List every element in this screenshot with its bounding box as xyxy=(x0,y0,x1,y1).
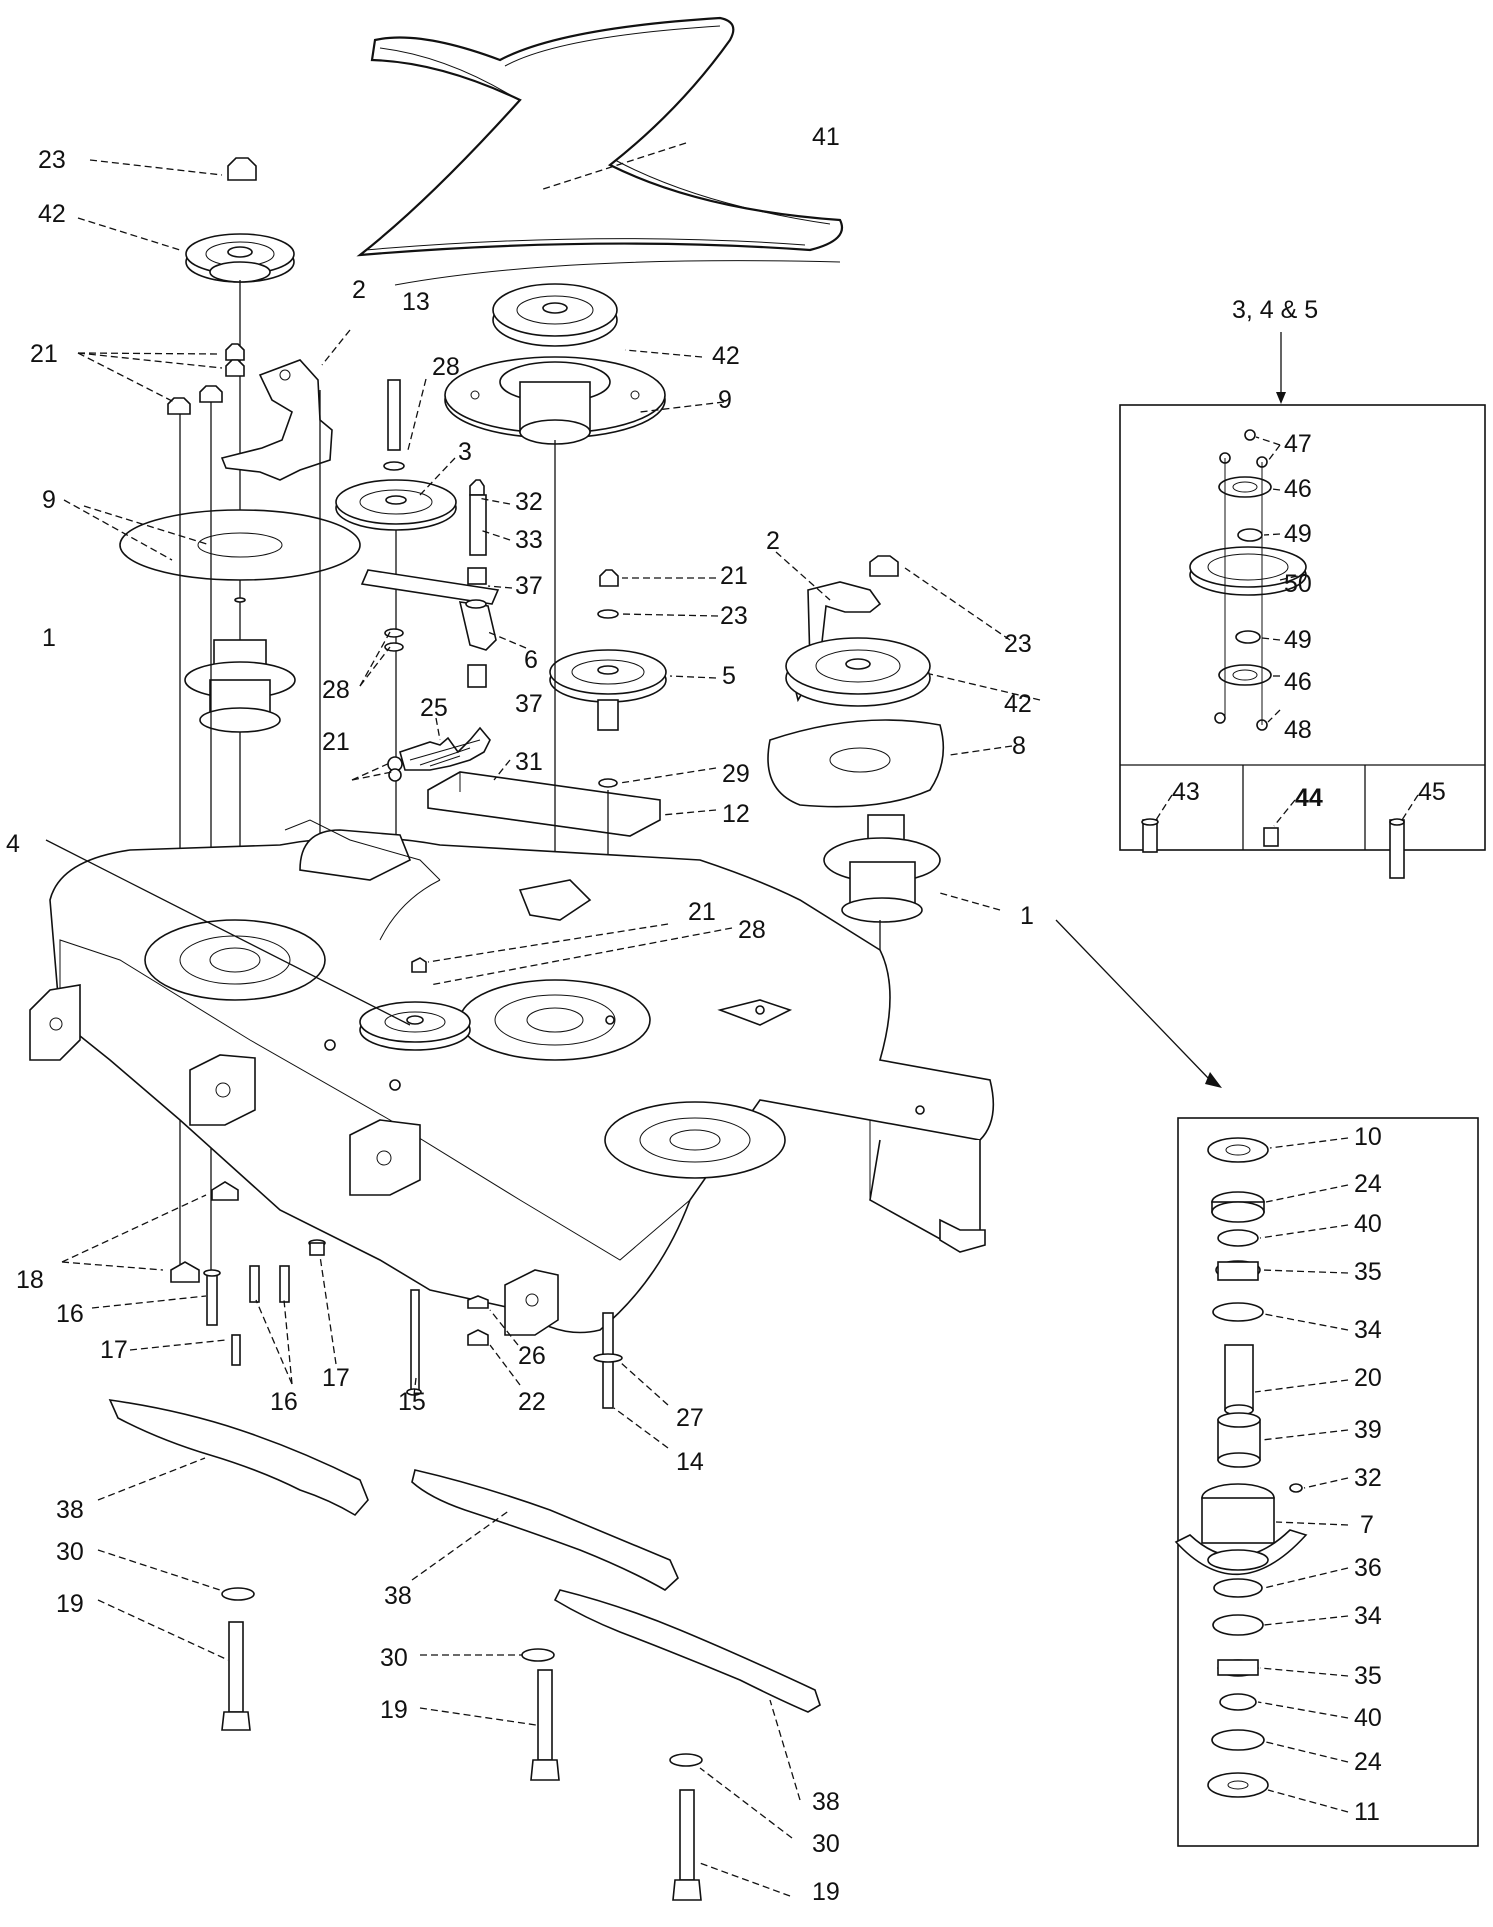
callout-14: 14 xyxy=(676,1448,704,1476)
callout-19: 19 xyxy=(56,1590,84,1618)
callout-8: 8 xyxy=(1012,732,1026,760)
callout-17: 17 xyxy=(322,1364,350,1392)
callout-30: 30 xyxy=(812,1830,840,1858)
spring-25 xyxy=(387,726,491,782)
callout-9: 9 xyxy=(718,386,732,414)
callout-42: 42 xyxy=(1004,690,1032,718)
spindle-callout-34: 34 xyxy=(1354,1602,1382,1630)
spindle-callout-32: 32 xyxy=(1354,1464,1382,1492)
callout-21: 21 xyxy=(688,898,716,926)
callout-37: 37 xyxy=(515,572,543,600)
inset-callout-43: 43 xyxy=(1172,778,1200,806)
belt-drawing xyxy=(356,16,843,286)
spindle-callout-35: 35 xyxy=(1354,1258,1382,1286)
inset-callout-47: 47 xyxy=(1284,430,1312,458)
callout-23: 23 xyxy=(38,146,66,174)
bracket-12 xyxy=(427,771,661,837)
callout-15: 15 xyxy=(398,1388,426,1416)
callout-2: 2 xyxy=(352,276,366,304)
inset-callout-49: 49 xyxy=(1284,626,1312,654)
callout-21: 21 xyxy=(322,728,350,756)
callout-38: 38 xyxy=(56,1496,84,1524)
callout-38: 38 xyxy=(384,1582,412,1610)
inset-callout-46: 46 xyxy=(1284,668,1312,696)
callout-23: 23 xyxy=(1004,630,1032,658)
spindle-callout-39: 39 xyxy=(1354,1416,1382,1444)
callout-26: 26 xyxy=(518,1342,546,1370)
inset-callout-50: 50 xyxy=(1284,570,1312,598)
callout-23: 23 xyxy=(720,602,748,630)
callout-33: 33 xyxy=(515,526,543,554)
inset-callout-44: 44 xyxy=(1295,784,1323,812)
spindle-callout-36: 36 xyxy=(1354,1554,1382,1582)
callout-5: 5 xyxy=(722,662,736,690)
leader-lines xyxy=(45,142,1211,1897)
inset-idler-pulley: 3, 4 & 5 xyxy=(1119,296,1486,879)
callout-22: 22 xyxy=(518,1388,546,1416)
callout-2: 2 xyxy=(766,527,780,555)
callout-16: 16 xyxy=(56,1300,84,1328)
callout-13: 13 xyxy=(402,288,430,316)
callout-6: 6 xyxy=(524,646,538,674)
callout-1: 1 xyxy=(1020,902,1034,930)
idler-pulley-3-stack xyxy=(335,379,500,1000)
spindle-callout-40: 40 xyxy=(1354,1704,1382,1732)
callout-numbers: 23 42 41 21 2 13 28 42 9 3 32 33 9 37 21… xyxy=(6,123,1034,1906)
callout-37: 37 xyxy=(515,690,543,718)
spindle-callout-10: 10 xyxy=(1354,1123,1382,1151)
spindle-callout-40: 40 xyxy=(1354,1210,1382,1238)
blades xyxy=(108,1399,821,1901)
callout-16: 16 xyxy=(270,1388,298,1416)
inset-callout-48: 48 xyxy=(1284,716,1312,744)
pulley-5 xyxy=(549,569,667,1010)
callout-29: 29 xyxy=(722,760,750,788)
left-pulley-stack xyxy=(119,157,361,1270)
spindle-callout-20: 20 xyxy=(1354,1364,1382,1392)
bottom-fasteners xyxy=(170,1181,623,1409)
callout-31: 31 xyxy=(515,748,543,776)
callout-18: 18 xyxy=(16,1266,44,1294)
callout-42: 42 xyxy=(38,200,66,228)
callout-21: 21 xyxy=(720,562,748,590)
spindle-callout-34: 34 xyxy=(1354,1316,1382,1344)
callout-30: 30 xyxy=(380,1644,408,1672)
inset-callout-45: 45 xyxy=(1418,778,1446,806)
callout-42: 42 xyxy=(712,342,740,370)
inset-callout-46: 46 xyxy=(1284,475,1312,503)
callout-17: 17 xyxy=(100,1336,128,1364)
center-pulley-42-plate-9 xyxy=(444,283,666,1030)
spindle-callout-11: 11 xyxy=(1354,1798,1380,1826)
callout-3: 3 xyxy=(458,438,472,466)
callout-19: 19 xyxy=(812,1878,840,1906)
mower-deck xyxy=(29,819,995,1336)
callout-19: 19 xyxy=(380,1696,408,1724)
callout-38: 38 xyxy=(812,1788,840,1816)
callout-41: 41 xyxy=(812,123,840,151)
spindle-callout-24: 24 xyxy=(1354,1170,1382,1198)
spindle-callout-24: 24 xyxy=(1354,1748,1382,1776)
callout-4: 4 xyxy=(6,830,20,858)
inset-callout-49: 49 xyxy=(1284,520,1312,548)
callout-12: 12 xyxy=(722,800,750,828)
spindle-callout-35: 35 xyxy=(1354,1662,1382,1690)
callout-28: 28 xyxy=(432,353,460,381)
inset-spindle-assembly: 10 24 40 35 34 20 39 32 7 36 34 35 40 24… xyxy=(1174,1072,1479,1847)
inset-heading: 3, 4 & 5 xyxy=(1232,296,1318,324)
callout-28: 28 xyxy=(738,916,766,944)
callout-21: 21 xyxy=(30,340,58,368)
callout-32: 32 xyxy=(515,488,543,516)
callout-25: 25 xyxy=(420,694,448,722)
callout-28: 28 xyxy=(322,676,350,704)
spindle-callout-7: 7 xyxy=(1360,1511,1374,1539)
right-pulley-stack xyxy=(767,555,945,1035)
callout-30: 30 xyxy=(56,1538,84,1566)
callout-9: 9 xyxy=(42,486,56,514)
callout-27: 27 xyxy=(676,1404,704,1432)
callout-1: 1 xyxy=(42,624,56,652)
